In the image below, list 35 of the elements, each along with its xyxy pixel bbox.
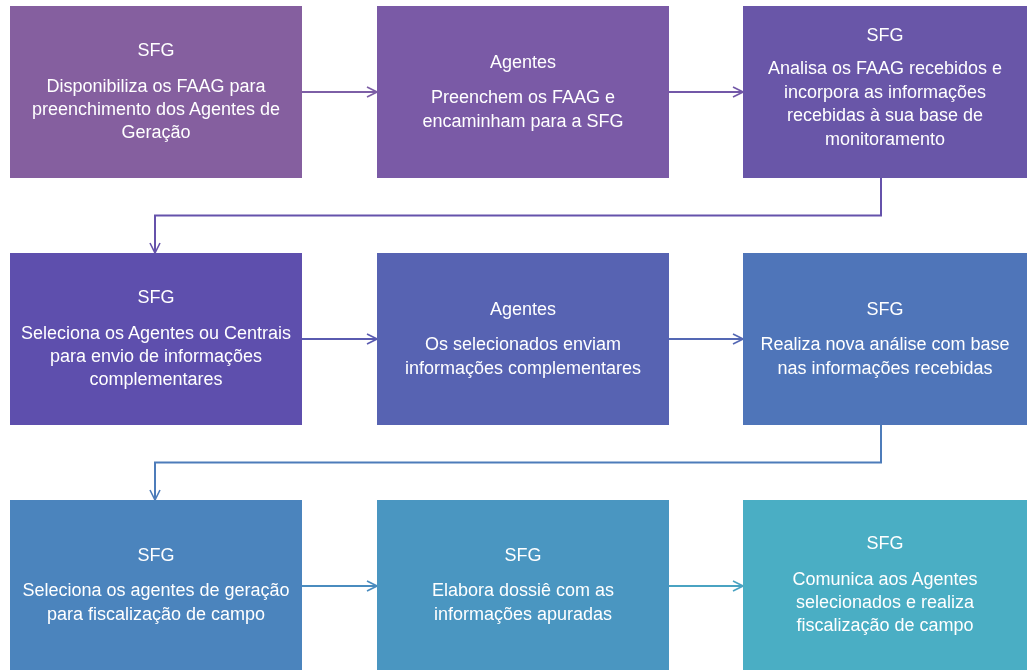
arrow: [149, 177, 882, 254]
box-heading: SFG: [137, 543, 175, 567]
process-box: [743, 500, 1027, 670]
process-box: [743, 253, 1027, 425]
box-heading: SFG: [866, 297, 904, 321]
box-heading: Agentes: [489, 50, 557, 74]
process-box: [377, 6, 669, 178]
box-heading: SFG: [866, 24, 904, 47]
process-box: [377, 253, 669, 425]
process-box: [10, 500, 302, 670]
process-box: [10, 6, 302, 178]
box-text: Realiza nova análise com base nas informações recebidas: [759, 333, 1011, 380]
box-text: Preenchem os FAAG e encaminham para a SFG: [421, 86, 625, 133]
box-heading: SFG: [504, 543, 542, 567]
process-box: [377, 500, 669, 670]
box-heading: SFG: [866, 532, 904, 556]
arrow: [301, 580, 378, 592]
box-text: Seleciona os agentes de geração para fiscalização de campo: [21, 579, 291, 626]
box-text: Seleciona os Agentes ou Centrais para envio de informações complementares: [19, 321, 293, 392]
arrow: [149, 424, 882, 501]
arrow: [301, 86, 378, 98]
arrow: [668, 333, 744, 345]
box-heading: SFG: [137, 286, 175, 310]
box-heading: Agentes: [489, 297, 557, 321]
arrow: [301, 333, 378, 345]
arrow: [668, 580, 744, 592]
box-text: Disponibiliza os FAAG para preenchimento dos Agentes de Geração: [30, 74, 282, 145]
box-heading: SFG: [137, 39, 175, 63]
box-text: Elabora dossiê com as informações apuradas: [430, 579, 616, 626]
box-text: Analisa os FAAG recebidos e incorpora as informações recebidas à sua base de monitoramento: [766, 57, 1004, 151]
process-box: [10, 253, 302, 425]
process-box: [743, 6, 1027, 178]
arrow: [668, 86, 744, 98]
box-text: Os selecionados enviam informações complementares: [403, 333, 643, 380]
box-text: Comunica aos Agentes selecionados e realiza fiscalização de campo: [791, 567, 979, 638]
